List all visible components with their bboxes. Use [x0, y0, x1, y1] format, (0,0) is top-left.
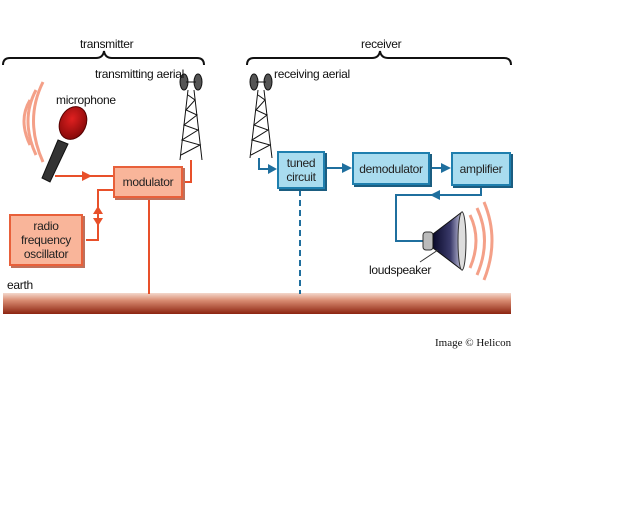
oscillator-label-line3: oscillator [23, 247, 69, 261]
arrow-mic-to-modulator-icon [82, 171, 92, 181]
arrow-oscillator-down-icon [93, 218, 103, 226]
receiver-section-label: receiver [361, 37, 402, 51]
oscillator-label-line1: radio [33, 219, 59, 233]
microphone-sound-waves-icon [22, 81, 45, 163]
amplifier-block: amplifier [451, 152, 511, 186]
tuned-circuit-label-line2: circuit [286, 170, 316, 184]
earth-label: earth [7, 278, 33, 292]
transmitting-aerial-icon [179, 73, 203, 161]
demodulator-label: demodulator [359, 161, 423, 176]
microphone-icon [41, 106, 88, 183]
loudspeaker-icon [419, 210, 467, 272]
amplifier-label: amplifier [459, 162, 503, 176]
receiving-aerial-label: receiving aerial [274, 67, 350, 81]
arrow-demod-to-amp-icon [441, 163, 451, 173]
arrow-aerial-to-tuned-icon [268, 164, 277, 174]
transmitting-aerial-label: transmitting aerial [95, 67, 185, 81]
transmitter-section-label: transmitter [80, 37, 134, 51]
modulator-label: modulator [122, 175, 174, 189]
radio-frequency-oscillator-block: radio frequency oscillator [9, 214, 83, 266]
tuned-circuit-label-line1: tuned [286, 156, 316, 170]
transmitter-brace [2, 50, 205, 66]
microphone-label: microphone [56, 93, 116, 107]
receiver-wiring [258, 158, 482, 294]
arrow-oscillator-up-icon [93, 206, 103, 214]
image-credit: Image © Helicon [435, 337, 512, 349]
demodulator-block: demodulator [352, 152, 430, 185]
arrow-tuned-to-demod-icon [342, 163, 352, 173]
loudspeaker-label: loudspeaker [369, 263, 432, 277]
arrow-amp-to-speaker-icon [430, 190, 440, 200]
loudspeaker-sound-waves-icon [468, 201, 494, 281]
oscillator-label-line2: frequency [21, 233, 71, 247]
tuned-circuit-block: tuned circuit [277, 151, 325, 189]
receiver-brace [246, 50, 512, 66]
earth-ground-bar [3, 293, 511, 314]
receiving-aerial-icon [249, 73, 273, 159]
modulator-block: modulator [113, 166, 183, 198]
